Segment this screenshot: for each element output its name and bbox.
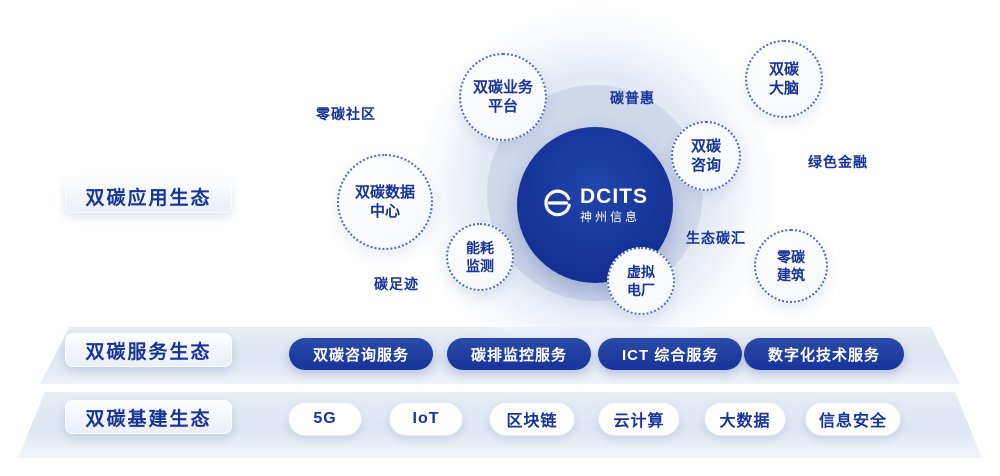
category-application-ecosystem: 双碳应用生态 — [65, 179, 232, 213]
category-label: 双碳服务生态 — [85, 341, 212, 363]
infra-label: 区块链 — [506, 413, 558, 430]
bubble-label: 虚拟 电厂 — [627, 263, 655, 298]
infra-label: 5G — [313, 410, 337, 427]
service-pill-carbon-emission-monitoring: 碳排监控服务 — [447, 338, 592, 370]
infra-label: 信息安全 — [818, 413, 887, 430]
category-service-ecosystem: 双碳服务生态 — [65, 333, 232, 367]
service-pill-dual-carbon-consulting: 双碳咨询服务 — [289, 338, 434, 370]
service-label: ICT 综合服务 — [622, 346, 719, 364]
bubble-dual-carbon-consulting: 双碳 咨询 — [671, 121, 741, 191]
keyword-zero-carbon-community: 零碳社区 — [316, 106, 376, 122]
service-label: 双碳咨询服务 — [313, 346, 410, 364]
keyword-ecological-carbon-sink: 生态碳汇 — [686, 230, 746, 246]
bubble-label: 双碳数据 中心 — [354, 183, 415, 221]
keyword-green-finance: 绿色金融 — [808, 154, 868, 170]
service-pill-ict-integrated-service: ICT 综合服务 — [598, 338, 743, 370]
infra-pill-big-data: 大数据 — [704, 402, 786, 436]
service-label: 数字化技术服务 — [768, 346, 881, 364]
bubble-dual-carbon-brain: 双碳 大脑 — [745, 40, 823, 118]
bubble-dual-carbon-business-platform: 双碳业务 平台 — [459, 53, 547, 141]
bubble-label: 双碳 大脑 — [768, 60, 799, 98]
dcits-logo-text: DCITS — [580, 185, 648, 209]
bubble-energy-monitoring: 能耗 监测 — [446, 223, 514, 291]
bubble-label: 零碳 建筑 — [777, 248, 805, 283]
infra-label: 云计算 — [613, 413, 665, 430]
bubble-label: 双碳业务 平台 — [472, 78, 533, 116]
infra-label: 大数据 — [719, 413, 771, 430]
keyword-carbon-footprint: 碳足迹 — [374, 276, 419, 292]
infra-pill-5g: 5G — [288, 402, 362, 436]
service-pill-digital-technology-service: 数字化技术服务 — [744, 338, 905, 370]
category-infrastructure-ecosystem: 双碳基建生态 — [65, 400, 232, 434]
keyword-carbon-inclusion: 碳普惠 — [610, 90, 655, 106]
bubble-label: 能耗 监测 — [466, 239, 494, 274]
infra-pill-blockchain: 区块链 — [489, 402, 575, 436]
dcits-logo: DCITS 神州信息 — [542, 185, 648, 225]
dcits-swirl-icon — [542, 187, 574, 224]
category-label: 双碳基建生态 — [85, 408, 212, 430]
bubble-zero-carbon-building: 零碳 建筑 — [754, 229, 828, 303]
infra-pill-iot: IoT — [389, 402, 463, 436]
bubble-label: 双碳 咨询 — [690, 137, 721, 175]
infra-pill-information-security: 信息安全 — [805, 402, 901, 436]
service-label: 碳排监控服务 — [471, 346, 568, 364]
bubble-virtual-power-plant: 虚拟 电厂 — [607, 247, 675, 315]
infra-label: IoT — [412, 410, 440, 427]
bubble-dual-carbon-data-center: 双碳数据 中心 — [337, 154, 433, 250]
dcits-logo-subtext: 神州信息 — [580, 210, 641, 225]
category-label: 双碳应用生态 — [85, 187, 212, 209]
infra-pill-cloud-computing: 云计算 — [598, 402, 680, 436]
